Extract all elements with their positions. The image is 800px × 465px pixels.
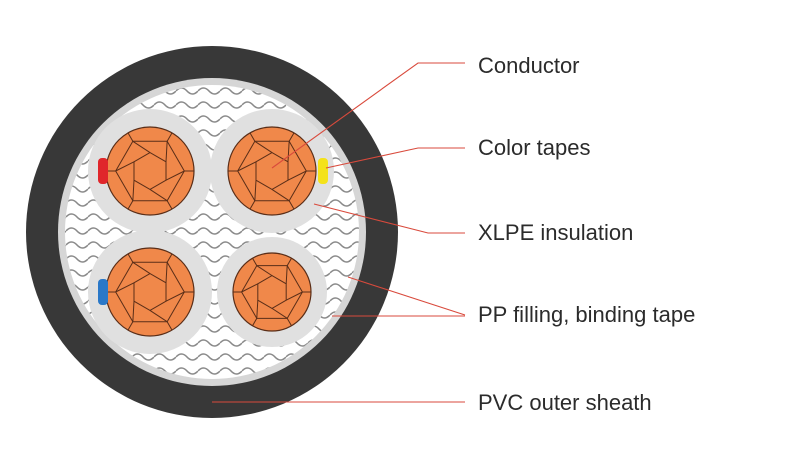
conductor-strand-line xyxy=(271,189,290,202)
core-top-left xyxy=(88,109,212,233)
conductor-strand-line xyxy=(237,161,257,172)
conductor-strand-line xyxy=(166,253,173,263)
blue-color-tape xyxy=(98,279,108,305)
conductor-strand-line xyxy=(271,307,288,319)
conductor-strand-line xyxy=(252,318,258,327)
conductor-strand-line xyxy=(149,189,168,202)
conductor-strand-line xyxy=(115,161,135,172)
core-top-right xyxy=(210,109,334,233)
conductor-strand-line xyxy=(165,262,168,283)
conductor-strand-line xyxy=(254,140,273,153)
xlpe-insulation-label: XLPE insulation xyxy=(478,220,634,245)
conductor-strand-line xyxy=(241,283,259,293)
conductor-strand-line xyxy=(256,300,259,319)
conductor-strand-line xyxy=(165,141,168,162)
core-bottom-left xyxy=(88,230,212,354)
conductor-strand-line xyxy=(166,321,173,331)
conductor xyxy=(227,126,317,216)
conductor-strand-line xyxy=(115,282,135,293)
conductor-strand-line xyxy=(132,140,151,153)
conductor xyxy=(232,252,312,332)
conductor-strand-line xyxy=(132,301,135,322)
color-tapes-leader-line xyxy=(325,147,465,169)
conductor-label: Conductor xyxy=(478,53,580,78)
conductor-strand-line xyxy=(286,318,292,327)
conductor-strand-line xyxy=(287,141,290,162)
yellow-color-tape xyxy=(318,158,328,184)
conductor-strand-line xyxy=(149,310,168,323)
conductor-strand-line xyxy=(166,200,173,210)
conductor xyxy=(105,126,195,216)
conductor-leader-line xyxy=(271,62,465,169)
conductor-strand-line xyxy=(127,253,134,263)
pvc-outer-sheath-label: PVC outer sheath xyxy=(478,390,652,415)
conductor-strand-line xyxy=(254,180,257,201)
conductor-strand-line xyxy=(132,261,151,274)
conductor-strand-line xyxy=(285,291,303,301)
conductor-strand-line xyxy=(127,200,134,210)
pp-filling-label: PP filling, binding tape xyxy=(478,302,696,327)
conductor-strand-line xyxy=(252,257,258,266)
conductor-strand-line xyxy=(249,200,256,210)
conductor-strand-line xyxy=(256,265,273,277)
core-bottom-right xyxy=(217,237,327,347)
conductor-strand-line xyxy=(287,170,307,181)
conductor-strand-line xyxy=(127,321,134,331)
color-tapes-label: Color tapes xyxy=(478,135,591,160)
conductor-strand-line xyxy=(286,257,292,266)
conductor-strand-line xyxy=(249,132,256,142)
conductor-strand-line xyxy=(285,265,288,284)
pp-filling-leader-line-1 xyxy=(347,276,466,316)
conductor-strand-line xyxy=(165,170,185,181)
conductor-strand-line xyxy=(288,132,295,142)
xlpe-leader-line xyxy=(313,203,465,234)
conductor-strand-line xyxy=(127,132,134,142)
conductor-strand-line xyxy=(166,132,173,142)
conductor xyxy=(105,247,195,337)
red-color-tape xyxy=(98,158,108,184)
conductor-strand-line xyxy=(165,291,185,302)
conductor-strand-line xyxy=(132,180,135,201)
conductor-strand-line xyxy=(288,200,295,210)
cores-group xyxy=(88,109,334,354)
